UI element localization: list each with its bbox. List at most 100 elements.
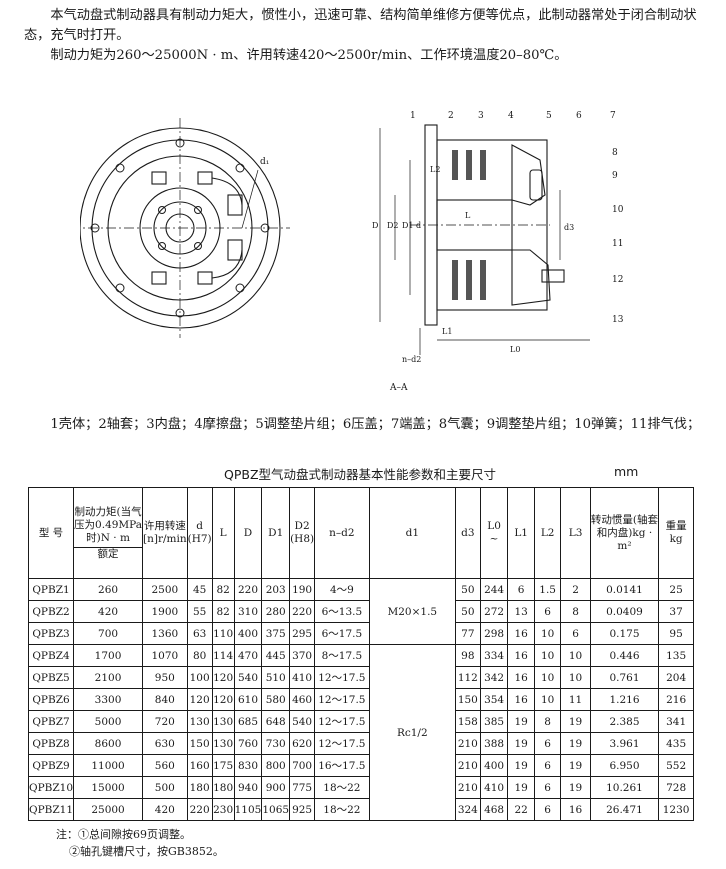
cell-L2: 6 — [533, 732, 562, 755]
cell-torque: 3300 — [73, 688, 144, 711]
cell-L1: 19 — [507, 754, 535, 777]
cell-d3: 98 — [454, 644, 481, 667]
header-L: L — [211, 487, 235, 579]
cell-D1: 800 — [261, 754, 291, 777]
callout-6: 6 — [576, 111, 582, 121]
table-title: QPBZ型气动盘式制动器基本性能参数和主要尺寸 — [224, 467, 497, 482]
parts-caption: 1壳体；2轴套；3内盘；4摩擦盘；5调整垫片组；6压盖；7端盖；8气囊；9调整垫… — [50, 417, 701, 432]
cell-L1: 19 — [507, 732, 535, 755]
cell-inertia: 26.471 — [589, 798, 660, 821]
cell-weight: 552 — [658, 754, 694, 777]
cell-L: 82 — [211, 600, 235, 623]
cell-speed: 720 — [142, 710, 188, 733]
cell-L2: 6 — [533, 776, 562, 799]
cell-D: 470 — [233, 644, 263, 667]
header-inertia: 转动惯量(轴套和内盘)kg · m² — [589, 487, 660, 579]
cell-inertia: 0.761 — [589, 666, 660, 689]
cell-speed: 840 — [142, 688, 188, 711]
intro-paragraph-2: 制动力矩为260～25000N · m、许用转速420～2500r/min、工作… — [50, 48, 568, 63]
header-weight: 重量 kg — [658, 487, 694, 579]
cell-inertia: 0.0409 — [589, 600, 660, 623]
dim-L: L — [465, 211, 471, 220]
cell-L2: 8 — [533, 710, 562, 733]
cell-L: 130 — [211, 710, 235, 733]
cell-torque: 15000 — [73, 776, 144, 799]
cell-nd2: 8～17.5 — [314, 644, 370, 667]
cell-D2: 925 — [289, 798, 316, 821]
cell-L: 180 — [211, 776, 235, 799]
header-L0-tilde: ~ — [489, 533, 499, 545]
cell-D2: 460 — [289, 688, 316, 711]
cell-inertia: 1.216 — [589, 688, 660, 711]
cell-L2: 10 — [533, 644, 562, 667]
cell-inertia: 3.961 — [589, 732, 660, 755]
cell-weight: 216 — [658, 688, 694, 711]
cell-L2: 1.5 — [533, 578, 562, 601]
cell-L3: 11 — [560, 688, 591, 711]
cell-torque: 2100 — [73, 666, 144, 689]
header-L0-label: L0 — [487, 520, 501, 532]
cell-nd2: 12～17.5 — [314, 710, 370, 733]
cell-speed: 630 — [142, 732, 188, 755]
cell-L: 82 — [211, 578, 235, 601]
cell-L0: 354 — [479, 688, 509, 711]
cell-L3: 19 — [560, 732, 591, 755]
cell-model: QPBZ9 — [27, 754, 75, 777]
spec-table: 型 号 制动力矩(当气压为0.49MPa时)N · m 额定 许用转速[n]r/… — [27, 487, 694, 821]
cell-L3: 19 — [560, 776, 591, 799]
cell-nd2: 16～17.5 — [314, 754, 370, 777]
cell-D: 310 — [233, 600, 263, 623]
cell-D1: 280 — [261, 600, 291, 623]
cell-weight: 135 — [658, 644, 694, 667]
cell-d3: 210 — [454, 732, 481, 755]
header-torque-label: 制动力矩(当气压为0.49MPa时)N · m — [74, 505, 143, 544]
cell-D1: 445 — [261, 644, 291, 667]
header-D2-tolerance: (H8) — [290, 533, 315, 545]
cell-D2: 540 — [289, 710, 316, 733]
callout-2: 2 — [448, 111, 454, 121]
cell-L3: 6 — [560, 622, 591, 645]
cell-L0: 385 — [479, 710, 509, 733]
cell-d: 63 — [186, 622, 213, 645]
cell-L0: 244 — [479, 578, 509, 601]
cell-speed: 1360 — [142, 622, 188, 645]
cell-nd2: 6～13.5 — [314, 600, 370, 623]
cell-model: QPBZ6 — [27, 688, 75, 711]
header-nd2: n–d2 — [314, 487, 370, 579]
cell-nd2: 12～17.5 — [314, 732, 370, 755]
cell-model: QPBZ11 — [27, 798, 75, 821]
cell-D: 610 — [233, 688, 263, 711]
cell-L2: 6 — [533, 600, 562, 623]
callout-8: 8 — [612, 148, 618, 158]
cell-inertia: 10.261 — [589, 776, 660, 799]
header-d1: d1 — [368, 487, 456, 579]
header-torque-rated: 额定 — [74, 546, 143, 561]
cell-weight: 728 — [658, 776, 694, 799]
cell-model: QPBZ7 — [27, 710, 75, 733]
dim-D: D — [372, 221, 378, 230]
cell-torque: 25000 — [73, 798, 144, 821]
cell-d: 100 — [186, 666, 213, 689]
cell-L1: 19 — [507, 710, 535, 733]
cell-L0: 272 — [479, 600, 509, 623]
cell-speed: 560 — [142, 754, 188, 777]
cell-torque: 5000 — [73, 710, 144, 733]
note-1: 注：①总间隙按69页调整。 — [56, 828, 191, 841]
cell-d: 180 — [186, 776, 213, 799]
front-view-label-d1: d₁ — [260, 157, 269, 167]
cell-d: 160 — [186, 754, 213, 777]
cell-D2: 775 — [289, 776, 316, 799]
cell-L: 120 — [211, 688, 235, 711]
cell-L0: 388 — [479, 732, 509, 755]
cell-D1: 580 — [261, 688, 291, 711]
dim-d: d — [416, 221, 421, 230]
header-d3: d3 — [454, 487, 481, 579]
cell-L: 230 — [211, 798, 235, 821]
cell-d: 150 — [186, 732, 213, 755]
cell-d3: 210 — [454, 776, 481, 799]
cell-d: 45 — [186, 578, 213, 601]
cell-L1: 16 — [507, 622, 535, 645]
